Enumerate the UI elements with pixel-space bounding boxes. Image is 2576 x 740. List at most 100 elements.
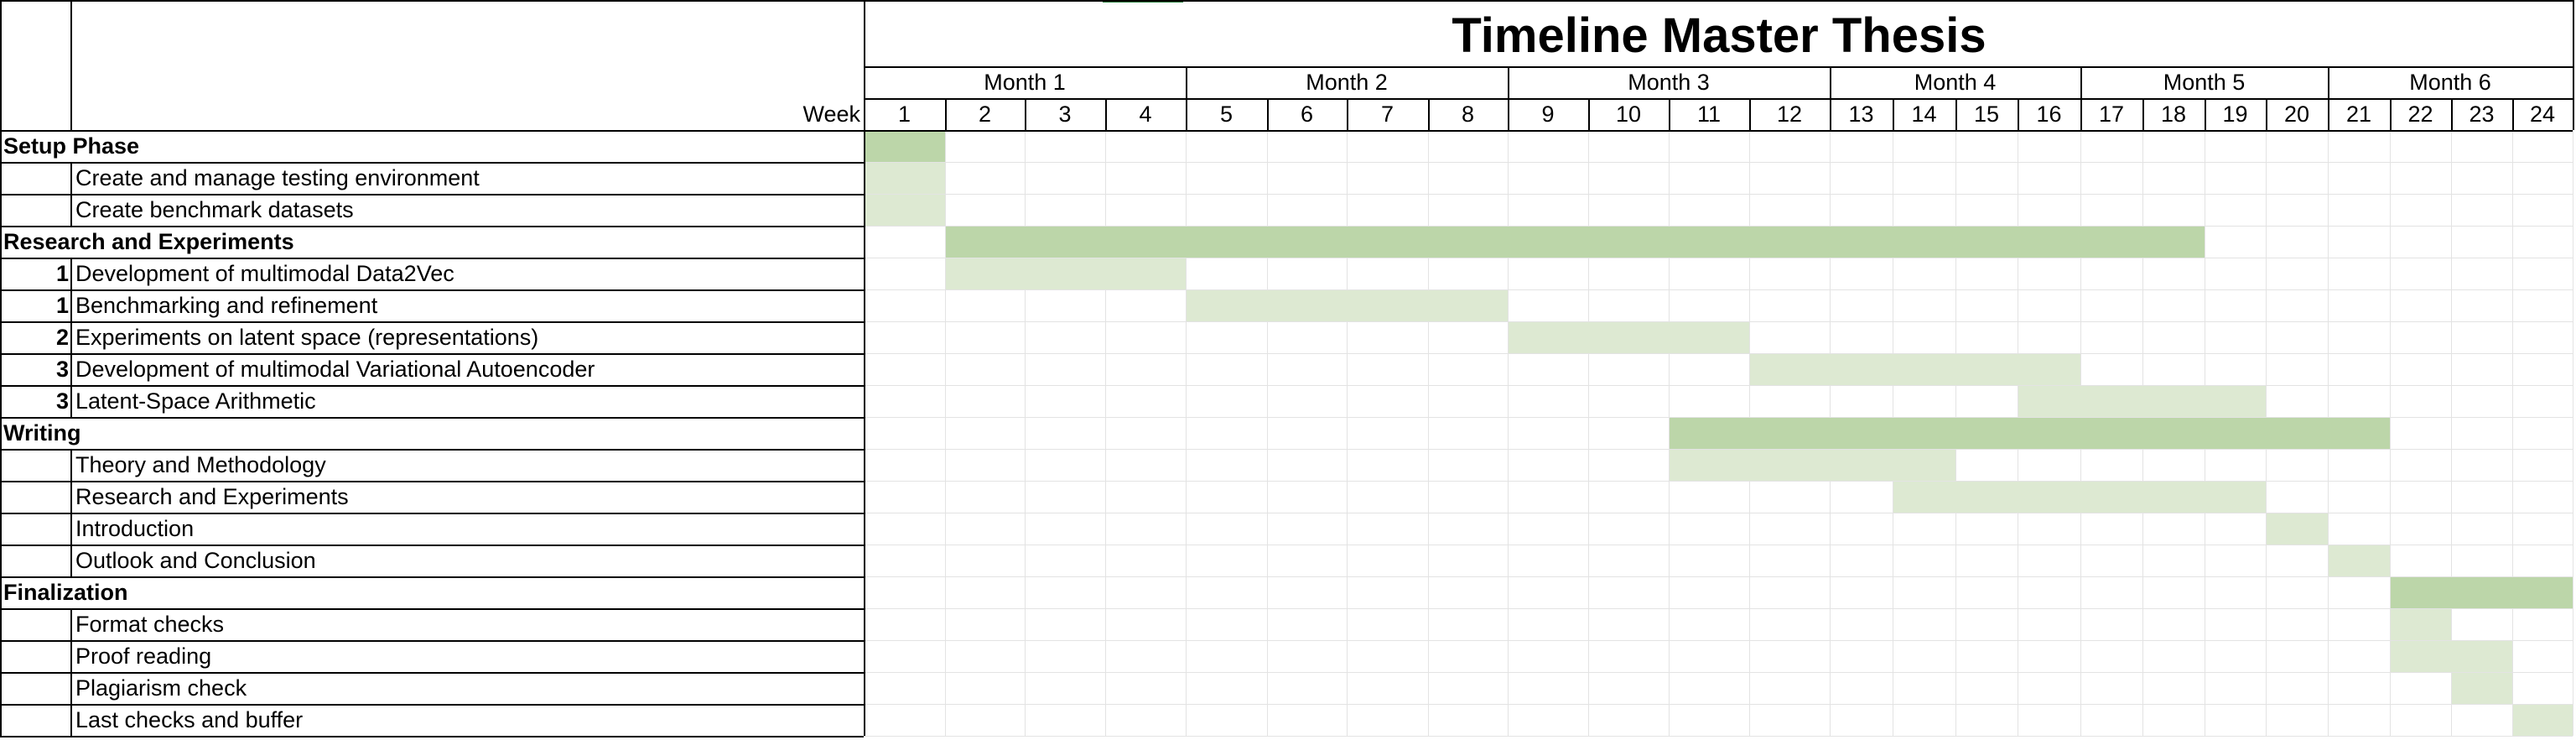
week-header: 10: [1615, 102, 1642, 127]
phase-bar: [2391, 577, 2573, 608]
grid-line-v: [1105, 130, 1106, 736]
week-header: 1: [897, 102, 911, 127]
task-bar: [2329, 545, 2390, 576]
phase-label: Finalization: [3, 580, 128, 605]
task-number: 1: [55, 293, 69, 318]
row-border: [0, 226, 864, 227]
border-month-top: [864, 66, 2573, 68]
num-col-divider: [70, 704, 72, 736]
row-border: [0, 704, 864, 706]
grid-line-v: [1347, 130, 1348, 736]
week-separator: [1749, 98, 1751, 130]
grid-line-h: [864, 481, 2573, 482]
num-col-divider: [70, 385, 72, 417]
border-top: [0, 0, 2573, 2]
grid-line-v: [945, 130, 946, 736]
week-header: 8: [1461, 102, 1475, 127]
task-bar: [2452, 673, 2512, 704]
task-bar: [2267, 513, 2328, 545]
grid-line-h: [864, 640, 2573, 641]
row-border: [0, 258, 864, 259]
week-separator: [1893, 98, 1894, 130]
task-bar: [1670, 450, 1955, 481]
grid-line-h: [864, 226, 2573, 227]
num-col-divider: [70, 449, 72, 481]
week-separator: [2142, 98, 2144, 130]
row-border: [0, 672, 864, 674]
grid-line-v: [1025, 130, 1026, 736]
week-header: 22: [2407, 102, 2433, 127]
row-border: [0, 640, 864, 642]
task-bar: [2391, 641, 2512, 672]
week-header: 23: [2469, 102, 2495, 127]
row-border: [0, 736, 864, 737]
grid-line-h: [864, 417, 2573, 418]
task-number: [0, 672, 72, 704]
grid-line-h: [864, 321, 2573, 322]
month-separator: [2080, 66, 2082, 98]
border-header-bottom: [0, 130, 2573, 132]
week-separator: [2018, 98, 2019, 130]
task-number: [0, 194, 72, 226]
task-bar: [1893, 482, 2266, 513]
week-separator: [1588, 98, 1590, 130]
month-header: Month 1: [984, 70, 1066, 95]
task-bar: [865, 195, 945, 226]
task-bar: [1187, 290, 1508, 321]
num-col-divider: [70, 545, 72, 576]
row-border: [0, 608, 864, 610]
phase-bar: [865, 131, 945, 162]
task-label: Plagiarism check: [75, 675, 247, 701]
month-header: Month 2: [1306, 70, 1388, 95]
grid-line-v: [1508, 130, 1509, 736]
phase-label: Writing: [3, 420, 81, 446]
week-header: 4: [1139, 102, 1152, 127]
grid-line-h: [864, 194, 2573, 195]
week-header: 12: [1776, 102, 1803, 127]
task-label: Development of multimodal Data2Vec: [75, 261, 454, 286]
task-label: Proof reading: [75, 644, 212, 669]
week-header: 11: [1696, 102, 1722, 127]
num-col-divider: [70, 353, 72, 385]
week-separator: [2080, 98, 2082, 130]
task-label: Format checks: [75, 612, 225, 637]
task-label: Create and manage testing environment: [75, 165, 480, 190]
task-bar: [2513, 705, 2573, 736]
task-label: Create benchmark datasets: [75, 197, 354, 222]
week-separator: [1428, 98, 1430, 130]
week-header: 14: [1911, 102, 1937, 127]
border-right-header: [2573, 0, 2574, 130]
task-label: Benchmarking and refinement: [75, 293, 378, 318]
task-bar: [2018, 386, 2266, 417]
grid-line-h: [864, 353, 2573, 354]
phase-label: Research and Experiments: [3, 229, 294, 254]
grid-line-h: [864, 162, 2573, 163]
num-col-divider: [70, 289, 72, 321]
num-col-divider: [70, 608, 72, 640]
num-col-divider: [70, 258, 72, 289]
grid-line-v: [2512, 130, 2513, 736]
week-separator: [1025, 98, 1026, 130]
week-separator: [2266, 98, 2267, 130]
border-week-top: [864, 98, 2573, 100]
week-header-label: Week: [802, 102, 860, 127]
row-border: [0, 481, 864, 482]
task-label: Experiments on latent space (representat…: [75, 325, 539, 350]
grid-line-h: [864, 576, 2573, 577]
month-header: Month 6: [2409, 70, 2491, 95]
week-header: 3: [1058, 102, 1072, 127]
grid-line-h: [864, 385, 2573, 386]
task-number: [0, 162, 72, 194]
task-label: Last checks and buffer: [75, 707, 304, 732]
week-header: 2: [978, 102, 992, 127]
month-separator: [1186, 66, 1187, 98]
grid-line-v: [1267, 130, 1268, 736]
num-col-divider: [70, 640, 72, 672]
week-separator: [2390, 98, 2392, 130]
week-header: 16: [2036, 102, 2062, 127]
week-separator: [2451, 98, 2453, 130]
row-border: [0, 545, 864, 546]
week-header: 13: [1848, 102, 1874, 127]
row-border: [0, 321, 864, 323]
